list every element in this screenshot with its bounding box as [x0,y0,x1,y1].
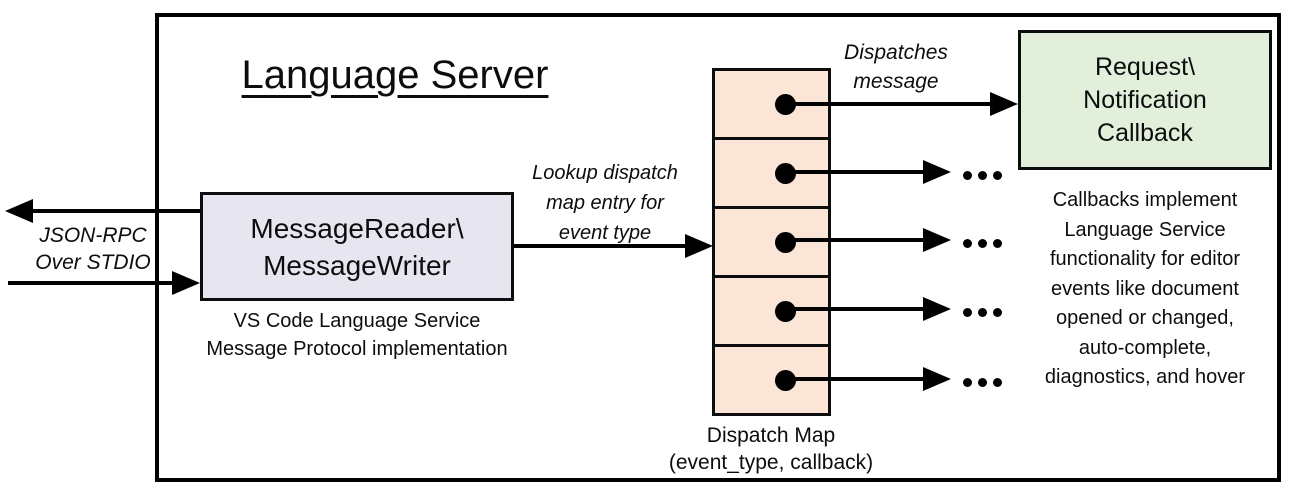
arrowhead-left-icon [5,198,33,223]
ellipsis-icon [963,238,1002,248]
arrow-line [514,244,686,248]
dispatch-map [712,68,831,416]
arrowhead-right-icon [685,234,713,258]
dispatch-cell [715,347,828,413]
reader-writer-caption: VS Code Language Service Message Protoco… [206,310,508,360]
dispatch-entry-dot [775,231,796,253]
callbacks-note: Callbacks implement Language Service fun… [1044,189,1246,388]
arrowhead-right-icon [923,367,951,391]
arrow-line [8,281,175,285]
dispatch-entry-dot [775,93,796,115]
dispatch-map-caption: Dispatch Map (event_type, callback) [668,424,874,474]
arrowhead-right-icon [923,228,951,252]
dispatch-cell [715,140,828,209]
dispatches-message-label: Dispatches message [844,41,948,93]
message-reader-writer-box: MessageReader\ MessageWriter [200,192,514,301]
arrow-line [786,307,924,311]
ellipsis-icon [963,377,1002,387]
arrow-line [28,209,201,213]
arrow-line [786,170,924,174]
dispatch-entry-dot [775,369,796,391]
dispatch-entry-dot [775,300,796,322]
arrowhead-right-icon [923,297,951,321]
lookup-dispatch-label: Lookup dispatch map entry for event type [532,162,678,244]
arrowhead-right-icon [923,160,951,184]
arrowhead-right-icon [990,92,1018,116]
dispatch-cell [715,278,828,347]
dispatch-entry-dot [775,162,796,184]
arrowhead-right-icon [172,271,200,295]
request-notification-callback-box: Request\ Notification Callback [1018,30,1272,170]
arrow-line [786,238,924,242]
ellipsis-icon [963,307,1002,317]
dispatch-cell [715,71,828,140]
diagram-title: Language Server [241,53,549,97]
json-rpc-stdio-label: JSON-RPC Over STDIO [35,224,151,274]
ellipsis-icon [963,170,1002,180]
arrow-line [786,102,991,106]
arrow-line [786,377,924,381]
dispatch-cell [715,209,828,278]
